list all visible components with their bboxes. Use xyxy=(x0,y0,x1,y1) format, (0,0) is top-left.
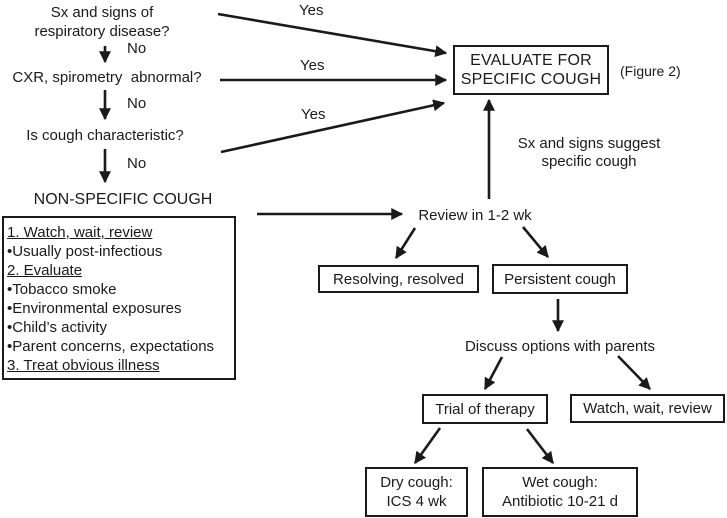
note-childs-activity: •Child’s activity xyxy=(7,319,108,336)
label-no-3: No xyxy=(127,155,147,172)
label-yes-1: Yes xyxy=(299,2,324,19)
arrow-q1-yes xyxy=(217,12,448,58)
label-yes-3: Yes xyxy=(301,106,326,123)
watch-wait-review-box: Watch, wait, review xyxy=(570,394,725,423)
note-post-infectious: •Usually post-infectious xyxy=(7,243,163,260)
question-respiratory-disease: Sx and signs of respiratory disease? xyxy=(34,4,170,40)
arrow-q3-yes xyxy=(220,99,446,154)
note-treat-obvious-illness: 3. Treat obvious illness xyxy=(7,357,160,374)
arrow-discuss-to-trial xyxy=(483,356,504,391)
question-cxr-spirometry: CXR, spirometry abnormal? xyxy=(12,69,202,86)
trial-of-therapy-box: Trial of therapy xyxy=(422,394,548,424)
suggest-specific-cough-note: Sx and signs suggest specific cough xyxy=(517,135,661,170)
discuss-options-label: Discuss options with parents xyxy=(464,338,656,355)
figure-2-reference: (Figure 2) xyxy=(620,63,681,79)
arrow-review-to-persistent xyxy=(522,226,549,258)
persistent-cough-box: Persistent cough xyxy=(492,264,628,294)
arrow-discuss-to-watch xyxy=(617,355,651,390)
arrow-trial-to-wet xyxy=(525,428,555,464)
nonspecific-cough-title: NON-SPECIFIC COUGH xyxy=(33,191,213,208)
dry-cough-ics-box: Dry cough: ICS 4 wk xyxy=(365,467,468,517)
arrow-trial-to-dry xyxy=(413,427,442,464)
arrow-review-to-resolving xyxy=(394,227,417,260)
note-evaluate: 2. Evaluate xyxy=(7,262,83,279)
label-no-1: No xyxy=(127,40,147,57)
note-environmental-exposures: •Environmental exposures xyxy=(7,300,182,317)
note-parent-concerns: •Parent concerns, expectations xyxy=(7,338,215,355)
review-1-2-wk-label: Review in 1-2 wk xyxy=(418,207,532,224)
nonspecific-management-box: 1. Watch, wait, review •Usually post-inf… xyxy=(2,216,236,380)
question-cough-characteristic: Is cough characteristic? xyxy=(26,127,184,144)
resolving-resolved-box: Resolving, resolved xyxy=(318,265,479,293)
wet-cough-antibiotic-box: Wet cough: Antibiotic 10-21 d xyxy=(482,467,638,517)
label-no-2: No xyxy=(127,95,147,112)
note-watch-wait-review: 1. Watch, wait, review xyxy=(7,224,153,241)
label-yes-2: Yes xyxy=(300,57,325,74)
evaluate-specific-cough-box: EVALUATE FOR SPECIFIC COUGH xyxy=(453,45,609,95)
note-tobacco-smoke: •Tobacco smoke xyxy=(7,281,117,298)
